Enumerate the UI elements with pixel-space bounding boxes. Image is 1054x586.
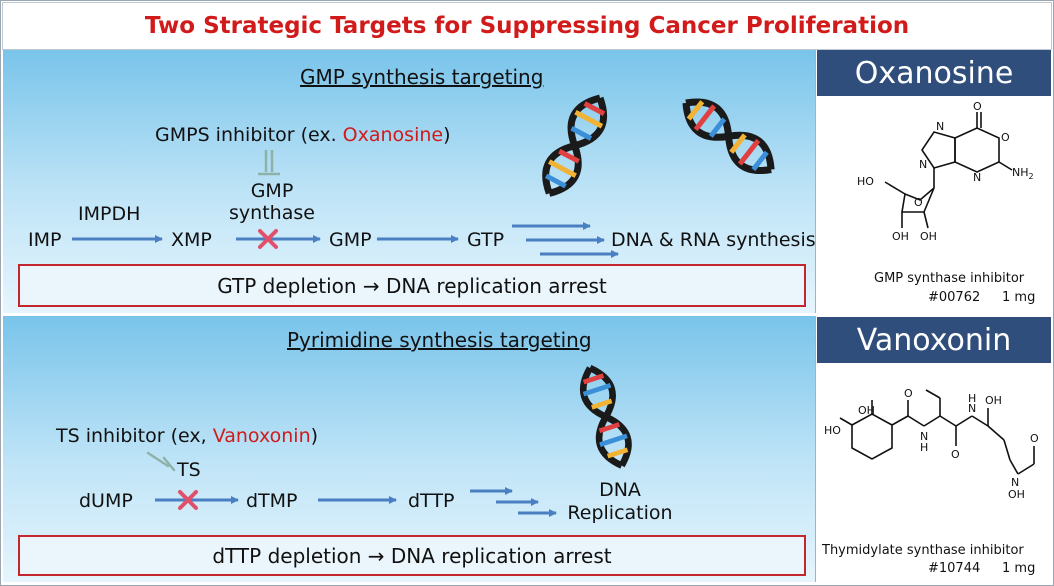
va-atom-n2: N [968, 402, 976, 415]
oxanosine-structure-icon [884, 112, 1013, 229]
vanoxonin-caption: Thymidylate synthase inhibitor [822, 543, 1024, 558]
node-gtp: GTP [467, 229, 505, 251]
node-gmp: GMP [329, 229, 372, 251]
gmp-synthase-line1: GMP [250, 180, 294, 202]
vanoxonin-structure-icon [839, 389, 1035, 475]
dttp-result-text: dTTP depletion → DNA replication arrest [212, 543, 612, 568]
oxanosine-caption: GMP synthase inhibitor [874, 271, 1025, 286]
va-atom-n3: N [1011, 476, 1019, 489]
va-atom-h1: H [920, 441, 928, 454]
pyrimidine-section-title: Pyrimidine synthesis targeting [287, 328, 592, 352]
node-dump: dUMP [79, 490, 133, 512]
ts-inhibitor-name: Vanoxonin [212, 425, 311, 447]
gtp-result-text: GTP depletion → DNA replication arrest [217, 273, 607, 298]
pyrimidine-pathway-arrows [155, 487, 557, 517]
ts-inhibitor-label: TS inhibitor (ex, Vanoxonin) [56, 425, 318, 447]
dna-helix-icon-3 [579, 364, 632, 469]
vanoxonin-atom-labels: OH HO O N H O N H OH N OH O [824, 387, 1039, 501]
ox-atom-o1: O [973, 100, 982, 113]
ts-block-cross-icon [178, 490, 198, 510]
ts-inhibition-mark [146, 451, 176, 472]
va-atom-ho: HO [824, 424, 841, 437]
dttp-result-box: dTTP depletion → DNA replication arrest [18, 535, 806, 576]
gmps-inhibition-mark [258, 150, 280, 176]
title-bar: Two Strategic Targets for Suppressing Ca… [2, 2, 1052, 50]
va-atom-o1: O [904, 387, 913, 400]
ox-atom-oh2: OH [920, 230, 937, 243]
impdh-label: IMPDH [78, 203, 141, 225]
dna-replication-line1: DNA [599, 479, 641, 501]
gmp-product-label: DNA & RNA synthesis [611, 229, 816, 251]
ox-atom-ho: HO [857, 175, 874, 188]
vanoxonin-catalog: #10744 [928, 561, 981, 576]
va-atom-n1: N [920, 430, 928, 443]
va-atom-oh3: OH [1008, 488, 1025, 501]
gmps-inhibitor-suffix: ) [443, 124, 451, 146]
ox-atom-n1: N [936, 120, 944, 133]
node-dtmp: dTMP [246, 490, 298, 512]
va-atom-o2: O [951, 448, 960, 461]
ox-atom-o3: O [914, 196, 923, 209]
dna-helix-icon-2 [682, 98, 775, 174]
oxanosine-atom-labels: N O O N NH2 N O HO OH OH [857, 100, 1034, 243]
dna-replication-line2: Replication [567, 502, 673, 524]
gmps-inhibitor-name: Oxanosine [342, 124, 444, 146]
gmp-synthase-line2: synthase [229, 202, 315, 224]
gmps-inhibitor-label: GMPS inhibitor (ex. Oxanosine) [155, 124, 451, 146]
ts-label: TS [177, 459, 201, 481]
node-xmp: XMP [171, 229, 212, 251]
va-atom-h2: H [968, 392, 976, 405]
ox-atom-nh2: NH2 [1012, 166, 1034, 181]
vanoxonin-amount: 1 mg [1002, 561, 1036, 576]
figure-title: Two Strategic Targets for Suppressing Ca… [144, 13, 910, 39]
ts-inhibitor-prefix: TS inhibitor (ex, [56, 425, 213, 447]
ox-atom-o2: O [1001, 131, 1010, 144]
gmp-block-cross-icon [258, 229, 278, 249]
oxanosine-amount: 1 mg [1002, 290, 1036, 305]
vanoxonin-structure-panel [817, 363, 1052, 582]
gmps-inhibitor-prefix: GMPS inhibitor (ex. [155, 124, 343, 146]
ox-atom-oh1: OH [892, 230, 909, 243]
dna-helix-icon-1 [542, 94, 608, 197]
va-atom-o3: O [1030, 432, 1039, 445]
node-dttp: dTTP [408, 490, 455, 512]
ox-atom-n2: N [973, 171, 981, 184]
gtp-result-box: GTP depletion → DNA replication arrest [18, 264, 806, 307]
va-atom-oh2: OH [985, 394, 1002, 407]
node-imp: IMP [28, 229, 62, 251]
ox-atom-n3: N [919, 158, 927, 171]
gmp-section-title: GMP synthesis targeting [300, 65, 544, 89]
gmp-pathway-arrows [72, 222, 619, 258]
oxanosine-catalog: #00762 [928, 290, 981, 305]
va-atom-oh1: OH [858, 404, 875, 417]
vanoxonin-header: Vanoxonin [817, 317, 1051, 363]
oxanosine-header: Oxanosine [817, 50, 1051, 96]
ts-inhibitor-suffix: ) [310, 425, 319, 447]
